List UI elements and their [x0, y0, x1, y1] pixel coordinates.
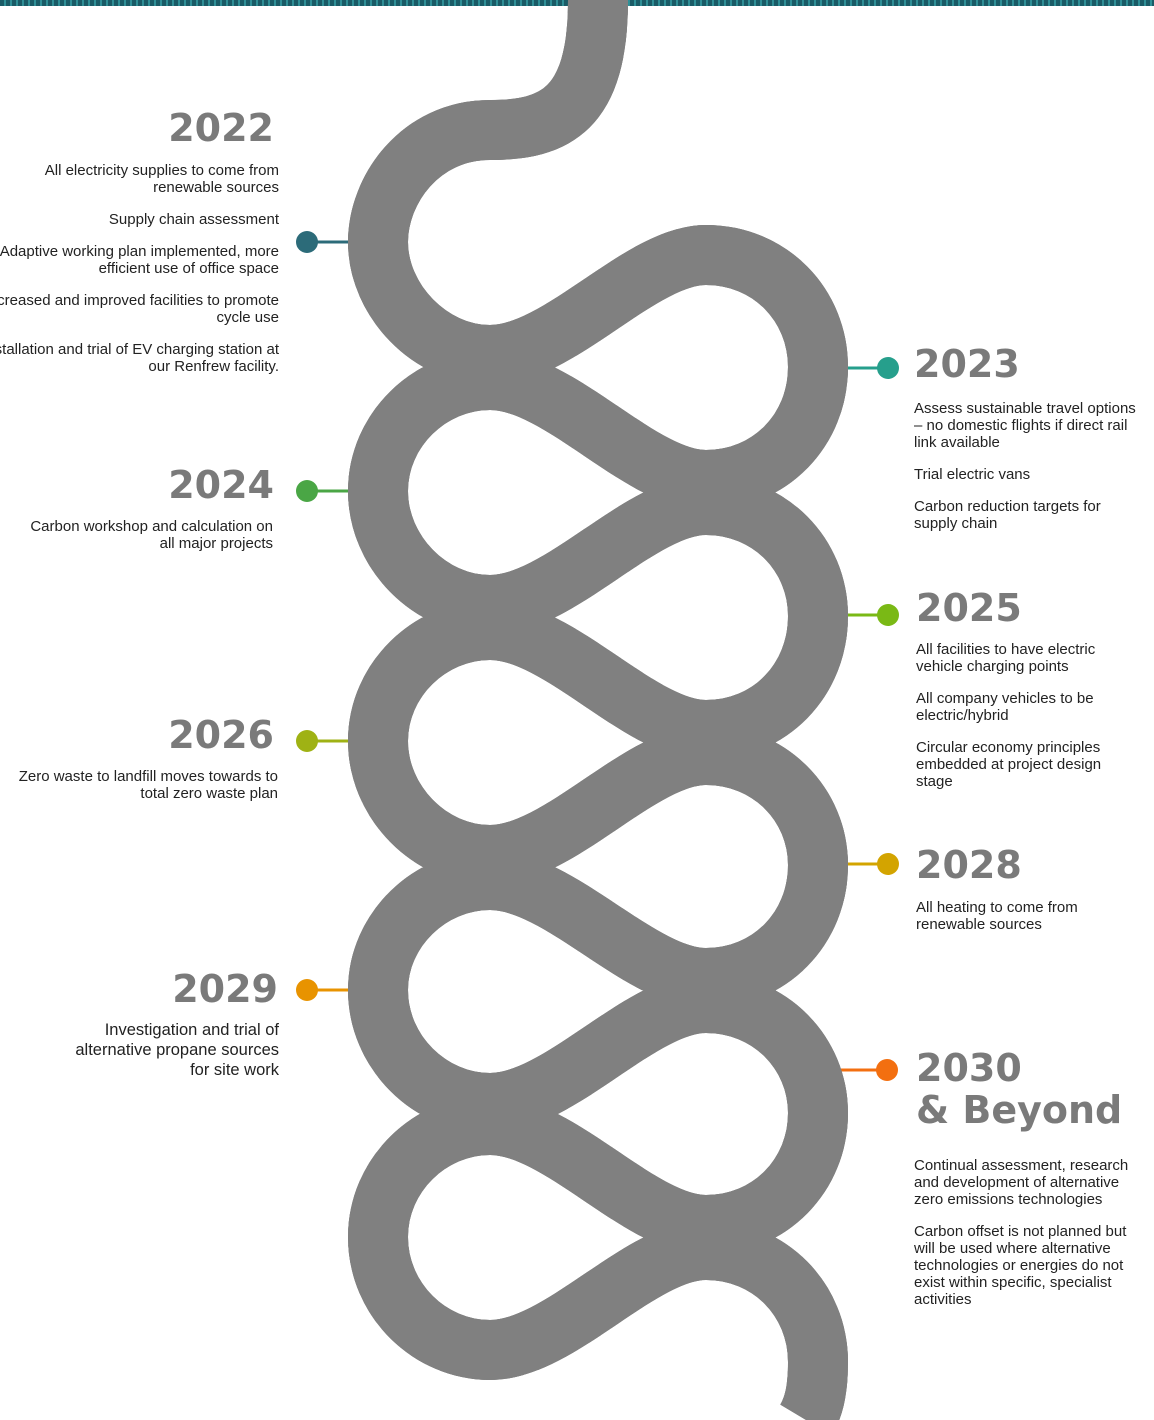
milestone-item: Assess sustainable travel options – no d… — [914, 400, 1136, 451]
milestone-item: Carbon offset is not planned but will be… — [914, 1223, 1127, 1308]
milestone-item: Carbon reduction targets for supply chai… — [914, 498, 1101, 532]
milestone-item: Continual assessment, research and devel… — [914, 1157, 1129, 1208]
milestone-item: Supply chain assessment — [108, 211, 279, 228]
milestone-2025-items: All facilities to have electric vehicle … — [916, 641, 1136, 790]
milestone-item: Installation and trial of EV charging st… — [0, 341, 279, 375]
milestone-2026-items: Zero waste to landfill moves towards to … — [18, 768, 278, 802]
year-2030-suffix: & Beyond — [916, 1088, 1123, 1132]
milestone-item: All facilities to have electric vehicle … — [916, 641, 1096, 675]
milestone-2022-items: All electricity supplies to come from re… — [0, 162, 279, 375]
milestone-dot-2028 — [877, 853, 899, 875]
milestone-dot-2022 — [296, 231, 318, 253]
milestone-dot-2026 — [296, 730, 318, 752]
milestone-dot-2023 — [877, 357, 899, 379]
year-2024: 2024 — [168, 463, 274, 507]
milestone-dot-2030 — [876, 1059, 898, 1081]
milestone-dot-2024 — [296, 480, 318, 502]
milestone-2023-items: Assess sustainable travel options – no d… — [914, 400, 1144, 532]
year-2028: 2028 — [916, 843, 1022, 887]
year-2029: 2029 — [172, 967, 278, 1011]
milestone-dot-2025 — [877, 604, 899, 626]
milestone-item: Circular economy principles embedded at … — [916, 739, 1102, 790]
milestone-item: All company vehicles to be electric/hybr… — [916, 690, 1094, 724]
milestone-2028-items: All heating to come from renewable sourc… — [916, 899, 1116, 933]
year-2030: 2030 — [916, 1046, 1022, 1090]
milestone-2029-items: Investigation and trial of alternative p… — [59, 1020, 279, 1080]
milestone-item: Zero waste to landfill moves towards to … — [18, 768, 278, 802]
year-2025: 2025 — [916, 586, 1022, 630]
year-2022: 2022 — [168, 106, 274, 150]
milestone-item: Trial electric vans — [914, 466, 1031, 483]
milestone-item: Investigation and trial of alternative p… — [75, 1021, 279, 1079]
milestone-2024-items: Carbon workshop and calculation on all m… — [13, 518, 273, 552]
year-2026: 2026 — [168, 713, 274, 757]
milestone-item: Carbon workshop and calculation on all m… — [30, 518, 273, 552]
year-2023: 2023 — [914, 342, 1020, 386]
milestone-item: All heating to come from renewable sourc… — [916, 899, 1078, 933]
milestone-item: All electricity supplies to come from re… — [44, 162, 279, 196]
milestone-item: Increased and improved facilities to pro… — [0, 292, 279, 326]
milestone-item: Adaptive working plan implemented, more … — [0, 243, 279, 277]
milestone-2030-items: Continual assessment, research and devel… — [914, 1157, 1139, 1308]
milestone-dot-2029 — [296, 979, 318, 1001]
